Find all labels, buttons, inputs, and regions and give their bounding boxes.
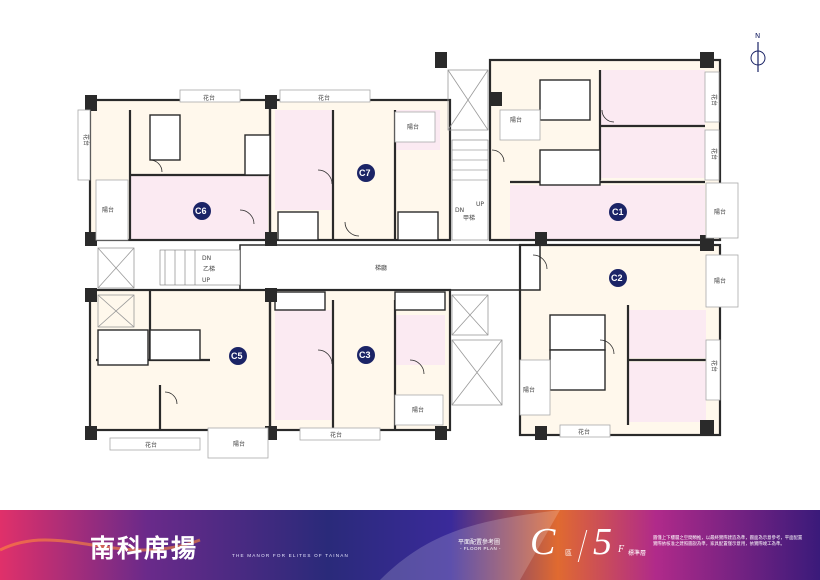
unit-c2-label: C2 bbox=[611, 273, 623, 283]
flower-bed-label: 花台 bbox=[578, 428, 590, 436]
flower-bed-label: 花台 bbox=[318, 94, 330, 102]
floor-type: 標準層 bbox=[628, 550, 647, 557]
stair-b-down: DN bbox=[202, 255, 211, 262]
unit-c1: C1 bbox=[609, 203, 627, 221]
footer-banner: 南科席揚 THE MANOR FOR ELITES OF TAINAN 平面配置… bbox=[0, 510, 820, 580]
disclaimer-text: 圖僅上下樓層之空間類推，以最終實際建造為準，圖面為示意參考，平面配置實際依核准之… bbox=[653, 536, 803, 548]
balcony-label: 陽台 bbox=[233, 440, 245, 448]
unit-c7: C7 bbox=[357, 164, 375, 182]
floor-number: 5 bbox=[593, 521, 612, 563]
flower-bed-label: 花台 bbox=[145, 441, 157, 449]
flower-bed-label: 花台 bbox=[203, 94, 215, 102]
unit-c1-label: C1 bbox=[612, 207, 624, 217]
banner-background bbox=[0, 510, 820, 580]
balcony-label: 陽台 bbox=[412, 406, 424, 414]
balcony-label: 陽台 bbox=[714, 277, 726, 285]
unit-c2: C2 bbox=[609, 269, 627, 287]
door-swings bbox=[149, 109, 615, 405]
stair-b-up: UP bbox=[202, 277, 210, 284]
compass-label: N bbox=[755, 32, 760, 40]
floor-plan: N 梯廳 bbox=[77, 32, 766, 459]
flower-bed-label: 花台 bbox=[710, 94, 718, 106]
unit-c7-label: C7 bbox=[359, 168, 371, 178]
bathrooms bbox=[97, 79, 606, 391]
balcony-label: 陽台 bbox=[407, 123, 419, 131]
flower-bed-label: 花台 bbox=[330, 431, 342, 439]
stair-a-up: UP bbox=[476, 201, 484, 208]
compass: N bbox=[750, 32, 766, 72]
unit-c5-label: C5 bbox=[231, 351, 243, 361]
stair-a bbox=[451, 139, 489, 241]
stair-a-down: DN bbox=[455, 207, 464, 214]
balcony-label: 陽台 bbox=[510, 116, 522, 124]
unit-c6-label: C6 bbox=[195, 206, 207, 216]
unit-c6: C6 bbox=[193, 202, 211, 220]
elevator-shafts bbox=[97, 69, 503, 406]
corridor-label: 梯廳 bbox=[375, 264, 387, 272]
balconies bbox=[77, 71, 739, 459]
zone-suffix: 區 bbox=[565, 549, 572, 557]
brand-name: 南科席揚 bbox=[90, 534, 199, 563]
zone-letter: C bbox=[530, 521, 556, 563]
unit-c5: C5 bbox=[229, 347, 247, 365]
unit-c3-label: C3 bbox=[359, 350, 371, 360]
stair-b bbox=[159, 249, 241, 286]
flower-bed-label: 花台 bbox=[82, 134, 90, 146]
brand-tagline: THE MANOR FOR ELITES OF TAINAN bbox=[232, 553, 349, 558]
unit-c3: C3 bbox=[357, 346, 375, 364]
floor-suffix: F bbox=[618, 544, 625, 555]
balcony-label: 陽台 bbox=[523, 386, 535, 394]
plan-label: 平面配置參考圖 bbox=[458, 539, 501, 546]
flower-bed-label: 花台 bbox=[710, 360, 718, 372]
balcony-label: 陽台 bbox=[102, 206, 114, 214]
stair-b-label: 乙梯 bbox=[203, 265, 215, 273]
plan-label-en: - FLOOR PLAN - bbox=[460, 546, 502, 551]
flower-bed-label: 花台 bbox=[710, 148, 718, 160]
corridor bbox=[239, 244, 541, 291]
balcony-label: 陽台 bbox=[714, 208, 726, 216]
stair-a-label: 甲梯 bbox=[463, 214, 475, 222]
